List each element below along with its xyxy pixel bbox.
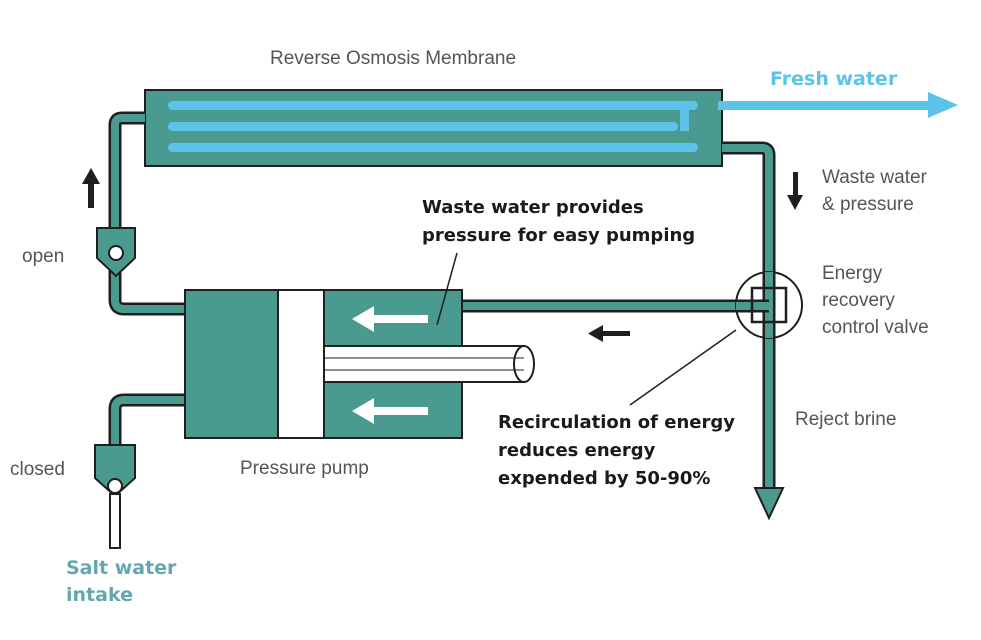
pressure-pump xyxy=(184,289,535,439)
closed-label: closed xyxy=(10,459,65,480)
callout-bottom: Recirculation of energy xyxy=(498,412,735,433)
waste-water-label: Waste water xyxy=(822,167,928,188)
intake-pipe-white xyxy=(109,493,121,549)
salt-water-label: Salt water xyxy=(66,557,177,579)
callout-line-top xyxy=(436,252,458,326)
callout-top: Waste water provides xyxy=(422,197,644,218)
energy-valve-label-2: recovery xyxy=(822,290,895,311)
energy-valve-label: Energy xyxy=(822,263,883,284)
callout-line-bottom xyxy=(629,329,737,406)
flow-arrow-icon xyxy=(352,398,428,424)
waste-water-label-2: & pressure xyxy=(822,194,914,215)
reject-brine-label: Reject brine xyxy=(795,409,896,430)
membrane-unit xyxy=(144,89,723,167)
callout-bottom-3: expended by 50-90% xyxy=(498,468,710,489)
left-pipe-upper xyxy=(108,111,145,228)
left-pipe-lower xyxy=(108,270,188,316)
callout-bottom-2: reduces energy xyxy=(498,440,656,461)
left-arrow-icon xyxy=(588,325,630,342)
fresh-water-arrow xyxy=(718,92,958,118)
reject-brine-arrowhead xyxy=(753,487,785,521)
down-arrow-icon xyxy=(787,172,803,210)
callout-top-2: pressure for easy pumping xyxy=(422,225,695,246)
membrane-label: Reverse Osmosis Membrane xyxy=(270,48,516,69)
fresh-water-label: Fresh water xyxy=(770,68,898,90)
up-arrow-icon xyxy=(82,168,100,208)
energy-valve-label-3: control valve xyxy=(822,317,929,338)
open-label: open xyxy=(22,246,64,267)
salt-water-label-2: intake xyxy=(66,584,133,606)
open-check-valve xyxy=(96,227,136,278)
intake-pipe xyxy=(108,393,188,445)
closed-check-valve xyxy=(94,444,136,498)
pressure-pump-label: Pressure pump xyxy=(240,458,369,479)
flow-arrow-icon xyxy=(352,306,428,332)
energy-recovery-valve xyxy=(735,271,803,339)
